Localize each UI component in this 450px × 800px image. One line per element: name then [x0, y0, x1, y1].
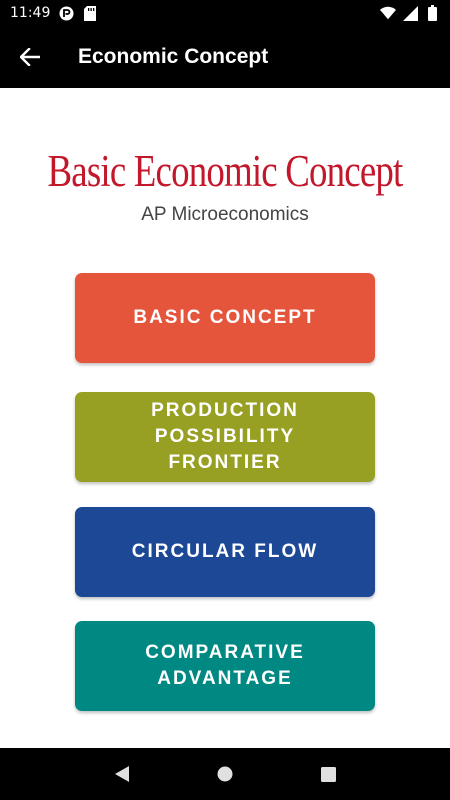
nav-recents-button[interactable]	[308, 754, 348, 794]
production-possibility-frontier-button[interactable]: PRODUCTION POSSIBILITY FRONTIER	[75, 392, 375, 482]
sd-card-icon	[82, 5, 98, 21]
page-subtitle: AP Microeconomics	[141, 204, 309, 225]
square-recents-icon	[320, 766, 336, 782]
triangle-back-icon	[114, 766, 129, 782]
nav-home-button[interactable]	[205, 754, 245, 794]
nav-back-button[interactable]	[102, 754, 142, 794]
status-time: 11:49	[10, 5, 51, 21]
arrow-left-icon	[20, 48, 40, 66]
comparative-advantage-button[interactable]: COMPARATIVE ADVANTAGE	[75, 621, 375, 711]
app-bar-title: Economic Concept	[78, 45, 269, 68]
main-content: Basic Economic Concept AP Microeconomics…	[0, 88, 450, 748]
back-button[interactable]	[0, 26, 60, 88]
notification-app-icon	[58, 5, 74, 21]
page-title: Basic Economic Concept	[47, 146, 404, 196]
circle-home-icon	[217, 766, 233, 782]
wifi-icon	[380, 5, 396, 21]
circular-flow-button[interactable]: CIRCULAR FLOW	[75, 507, 375, 597]
status-bar: 11:49	[0, 0, 450, 26]
signal-icon	[402, 5, 418, 21]
app-bar: Economic Concept	[0, 26, 450, 88]
battery-icon	[424, 5, 440, 21]
basic-concept-button[interactable]: BASIC CONCEPT	[75, 273, 375, 363]
system-nav-bar	[0, 748, 450, 800]
